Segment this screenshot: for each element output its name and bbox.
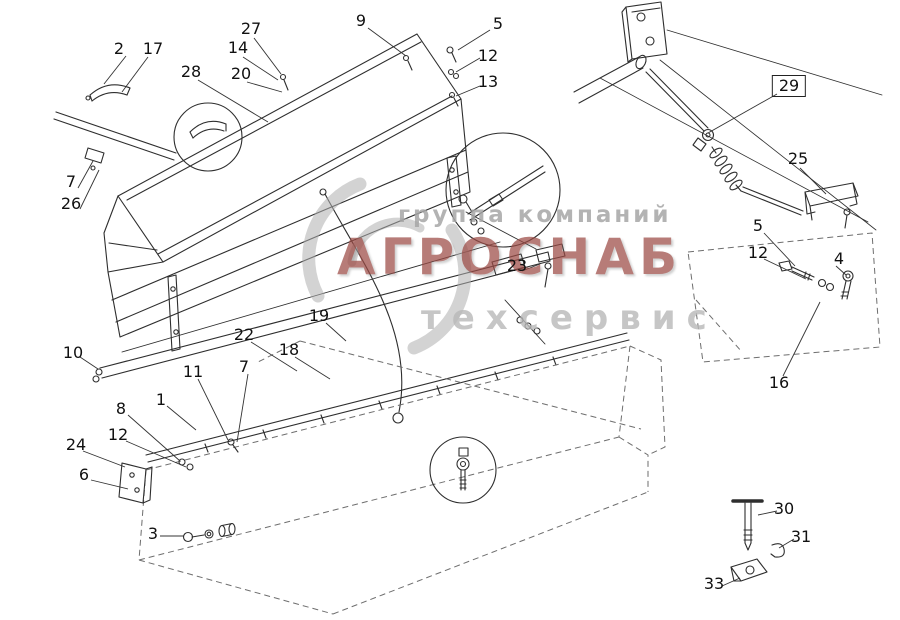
callout-3-label: 3 xyxy=(147,524,159,543)
lid-assembly xyxy=(53,33,501,353)
callout-20-label: 20 xyxy=(230,64,252,83)
callout-23-label: 23 xyxy=(506,256,528,275)
callout-19-label: 19 xyxy=(308,306,330,325)
callout-30-label: 30 xyxy=(773,499,795,518)
callout-8-label: 8 xyxy=(115,399,127,418)
callout-25-label: 25 xyxy=(787,149,809,168)
callout-33-label: 33 xyxy=(703,574,725,593)
callout-9-label: 9 xyxy=(355,11,367,30)
callout-13-label: 13 xyxy=(477,72,499,91)
callout-2-label: 2 xyxy=(113,39,125,58)
hopper-body-outline xyxy=(138,232,881,615)
callout-12-label: 12 xyxy=(747,243,769,262)
callout-12-label: 12 xyxy=(477,46,499,65)
callout-6-label: 6 xyxy=(78,465,90,484)
callout-5-label: 5 xyxy=(752,216,764,235)
callout-1-label: 1 xyxy=(155,390,167,409)
callout-22-label: 22 xyxy=(233,325,255,344)
callout-17-label: 17 xyxy=(142,39,164,58)
callout-28-label: 28 xyxy=(180,62,202,81)
callout-7-label: 7 xyxy=(238,357,250,376)
lid-prop-linkage xyxy=(573,1,883,231)
leader-lines xyxy=(77,27,847,587)
callout-16-label: 16 xyxy=(768,373,790,392)
callout-18-label: 18 xyxy=(278,340,300,359)
callout-4-label: 4 xyxy=(833,249,845,268)
watermark-swirl-logo xyxy=(302,177,472,355)
callout-26-label: 26 xyxy=(60,194,82,213)
callout-29-label: 29 xyxy=(771,75,807,97)
callout-11-label: 11 xyxy=(182,362,204,381)
callout-31-label: 31 xyxy=(790,527,812,546)
callout-14-label: 14 xyxy=(227,38,249,57)
callout-24-label: 24 xyxy=(65,435,87,454)
callout-27-label: 27 xyxy=(240,19,262,38)
callout-7-label: 7 xyxy=(65,172,77,191)
callout-5-label: 5 xyxy=(492,14,504,33)
callout-10-label: 10 xyxy=(62,343,84,362)
callout-12-label: 12 xyxy=(107,425,129,444)
hardware-parts xyxy=(118,260,854,582)
